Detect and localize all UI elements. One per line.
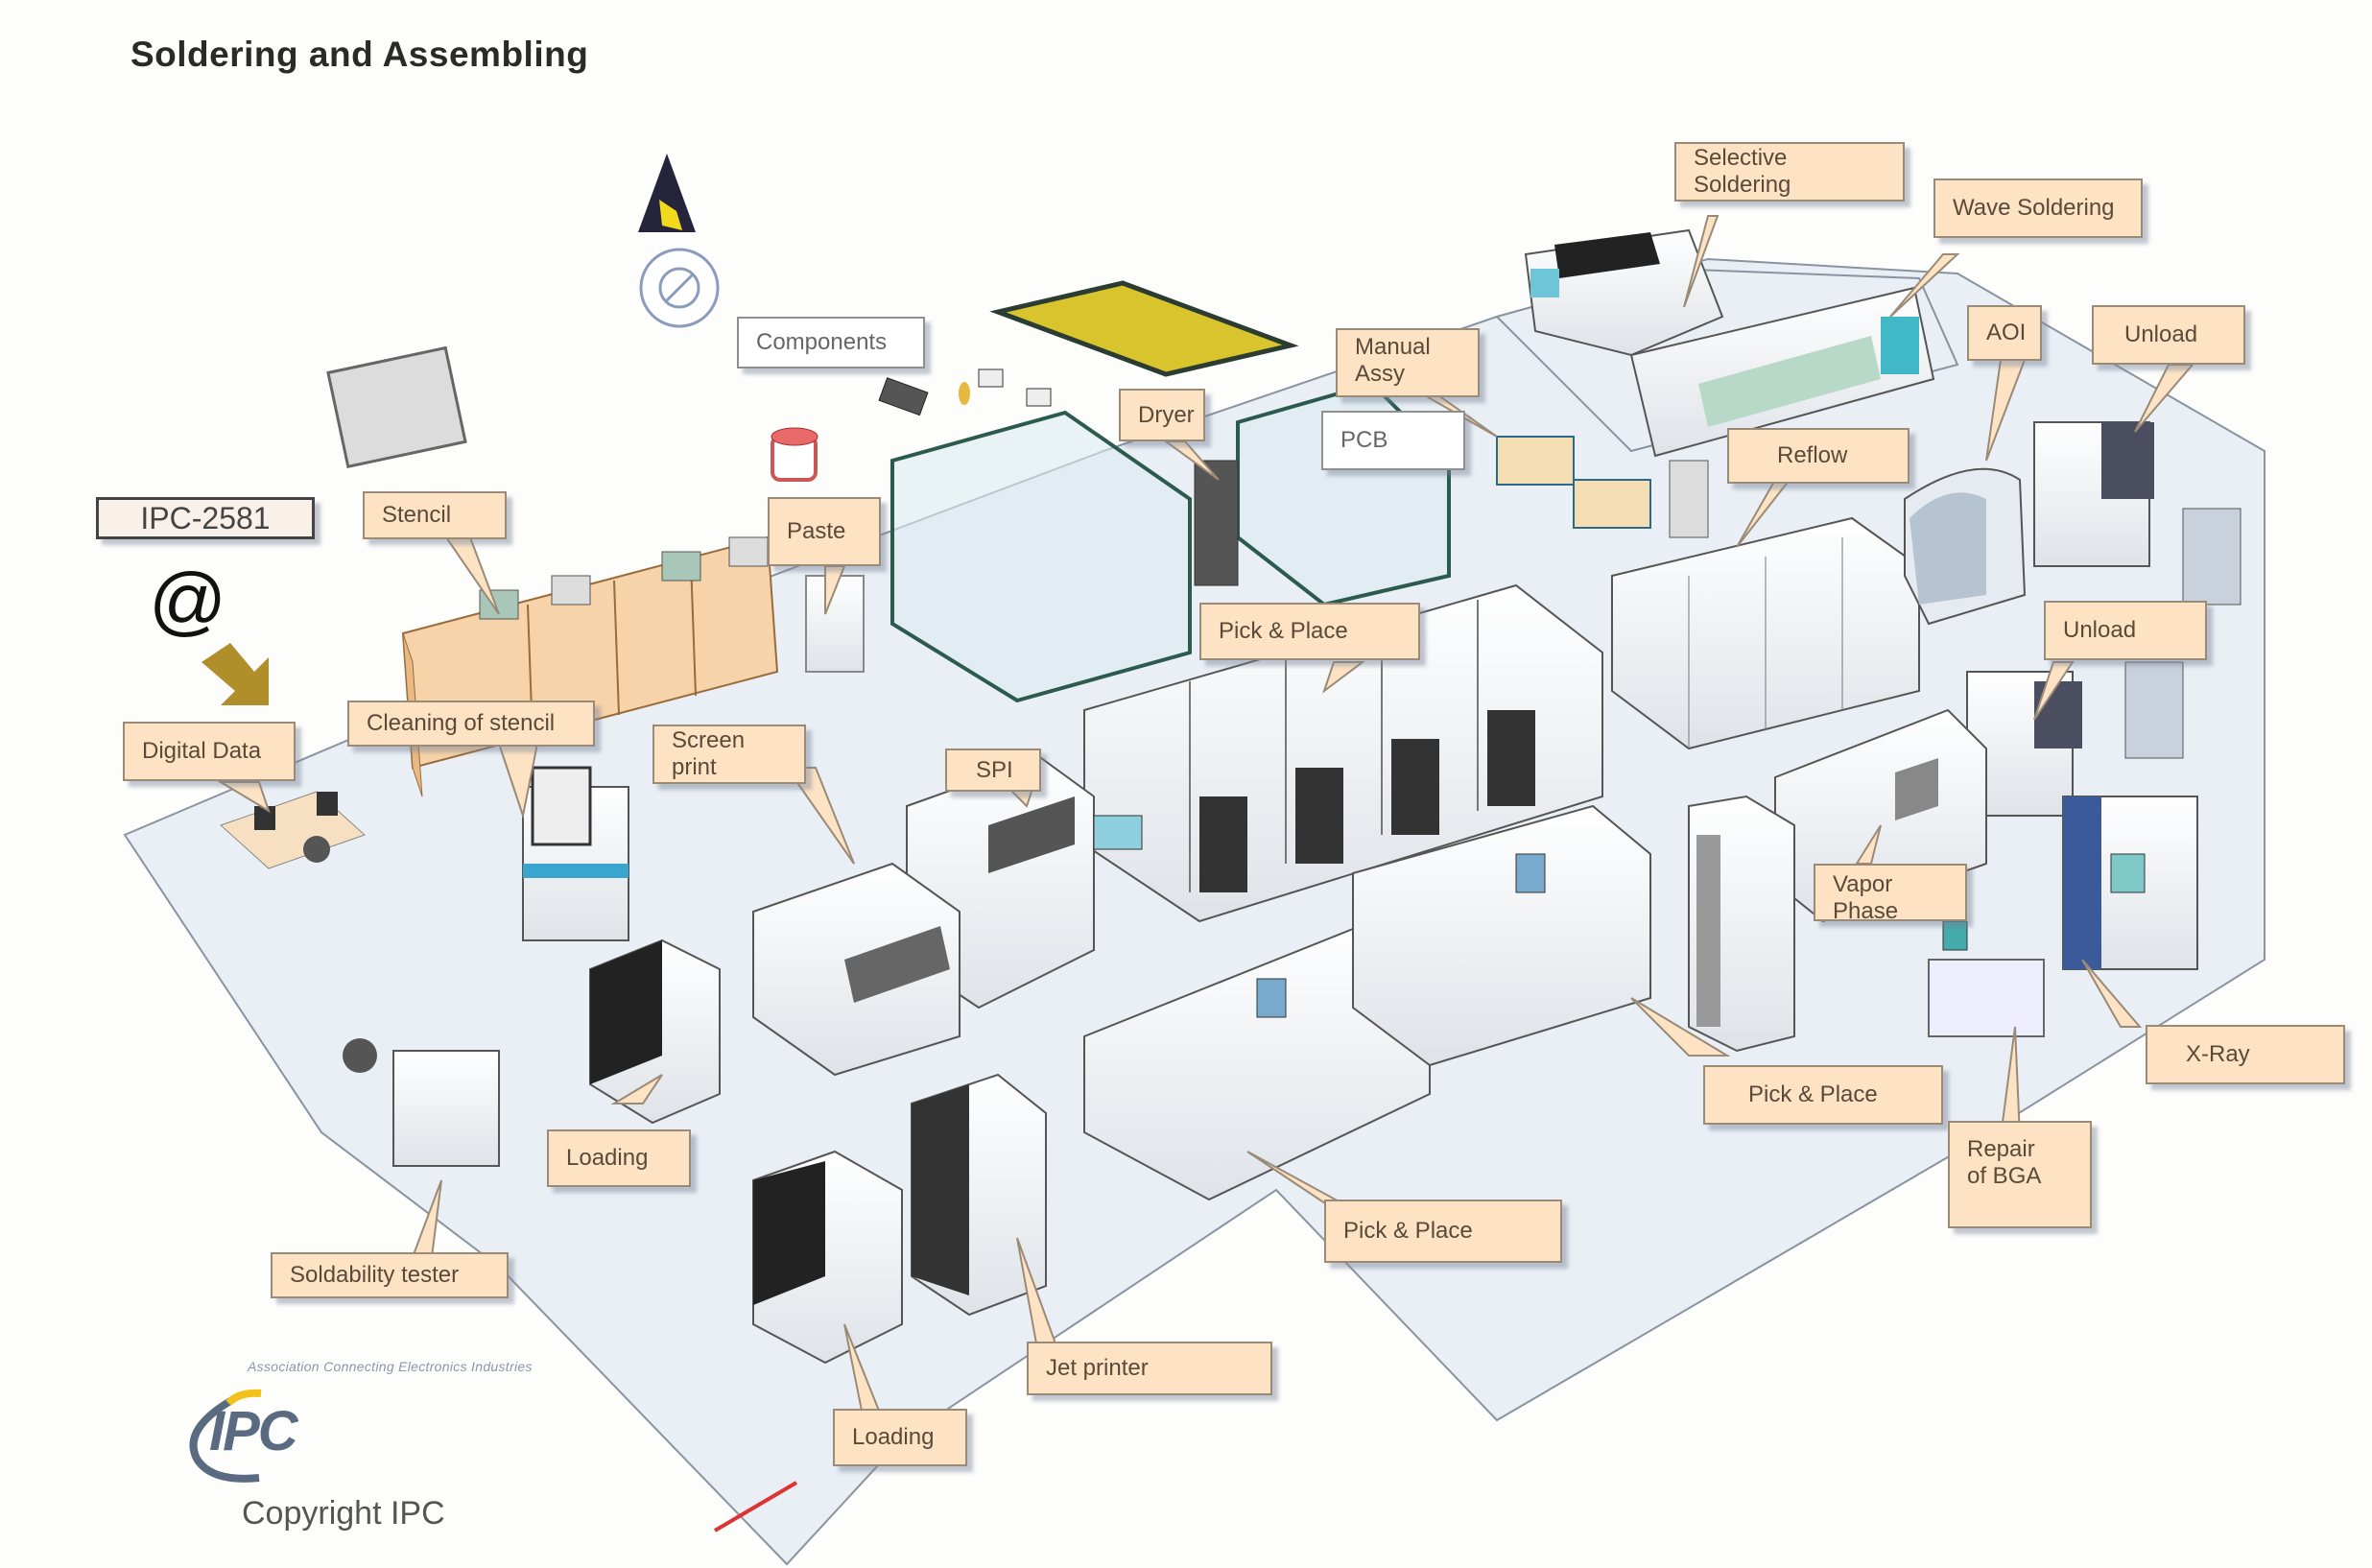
callout-aoi: AOI (1967, 305, 2042, 361)
selective-soldering-machine (1524, 228, 1724, 357)
jet-printer-machine (911, 1073, 1047, 1317)
callout-loading-lower: Loading (833, 1409, 967, 1466)
stencil-cleaning-machine (522, 766, 629, 941)
repair-bga-station (1928, 920, 2045, 1037)
unload-machine-top (2033, 421, 2242, 606)
callout-pick-place-bottom: Pick & Place (1324, 1200, 1562, 1263)
callout-pick-place-right: Pick & Place (1703, 1065, 1943, 1125)
callout-selective-soldering: Selective Soldering (1674, 142, 1905, 202)
callout-spi: SPI (945, 748, 1041, 792)
manual-assembly-stations (1496, 436, 1709, 538)
digital-data-desk (220, 791, 366, 869)
ipc-tagline: Association Connecting Electronics Indus… (248, 1359, 533, 1374)
unload-machine-mid (1966, 661, 2184, 817)
copyright-text: Copyright IPC (242, 1495, 445, 1532)
callout-loading-upper: Loading (547, 1129, 691, 1187)
storage-tower (1688, 795, 1795, 1053)
aoi-machine (1904, 467, 2027, 626)
callout-components: Components (737, 317, 925, 368)
ipc-2581-label: IPC-2581 (96, 497, 315, 539)
paste-jar (771, 427, 818, 482)
callout-cleaning-stencil: Cleaning of stencil (347, 701, 595, 747)
callout-unload-mid: Unload (2044, 601, 2207, 660)
callout-soldability-tester: Soldability tester (271, 1252, 509, 1298)
loading-machine-lower (752, 1150, 903, 1365)
component-parts (878, 368, 1052, 416)
reflow-oven (1611, 516, 1920, 750)
loading-machine-upper (589, 938, 721, 1125)
wave-soldering-machine (1629, 286, 1935, 458)
pick-place-row-top (1083, 583, 1603, 923)
pcb-board (989, 280, 1299, 377)
ipc-logo-swoosh (189, 1389, 262, 1483)
soldability-tester-station (343, 1038, 500, 1167)
esd-warning-icon (638, 154, 696, 232)
callout-dryer: Dryer (1119, 389, 1205, 441)
page-title: Soldering and Assembling (130, 35, 589, 74)
callout-xray: X-Ray (2146, 1025, 2345, 1084)
at-symbol: @ (149, 558, 227, 643)
xray-machine (2062, 796, 2198, 970)
callout-pointers (217, 215, 2195, 1421)
screen-printer (752, 862, 961, 1077)
callout-screen-print: Screen print (652, 725, 806, 784)
callout-reflow: Reflow (1727, 428, 1909, 484)
callout-stencil: Stencil (363, 491, 507, 539)
callout-pick-place-top: Pick & Place (1199, 603, 1420, 660)
ipc-logo-text: IPC (209, 1400, 298, 1462)
illustrator-signature (713, 1481, 798, 1532)
callout-wave-soldering: Wave Soldering (1933, 178, 2143, 238)
clean-room (890, 381, 1451, 703)
callout-digital-data: Digital Data (123, 722, 296, 781)
callout-jet-printer: Jet printer (1027, 1342, 1272, 1395)
stencil-frame (326, 345, 467, 469)
pick-place-row-bottom (1083, 804, 1651, 1201)
callout-paste: Paste (768, 497, 881, 566)
callout-unload-top: Unload (2092, 305, 2245, 365)
arrow-down-right-icon (202, 643, 269, 705)
esd-protective-icon (639, 248, 720, 328)
callout-pcb: PCB (1321, 411, 1465, 470)
